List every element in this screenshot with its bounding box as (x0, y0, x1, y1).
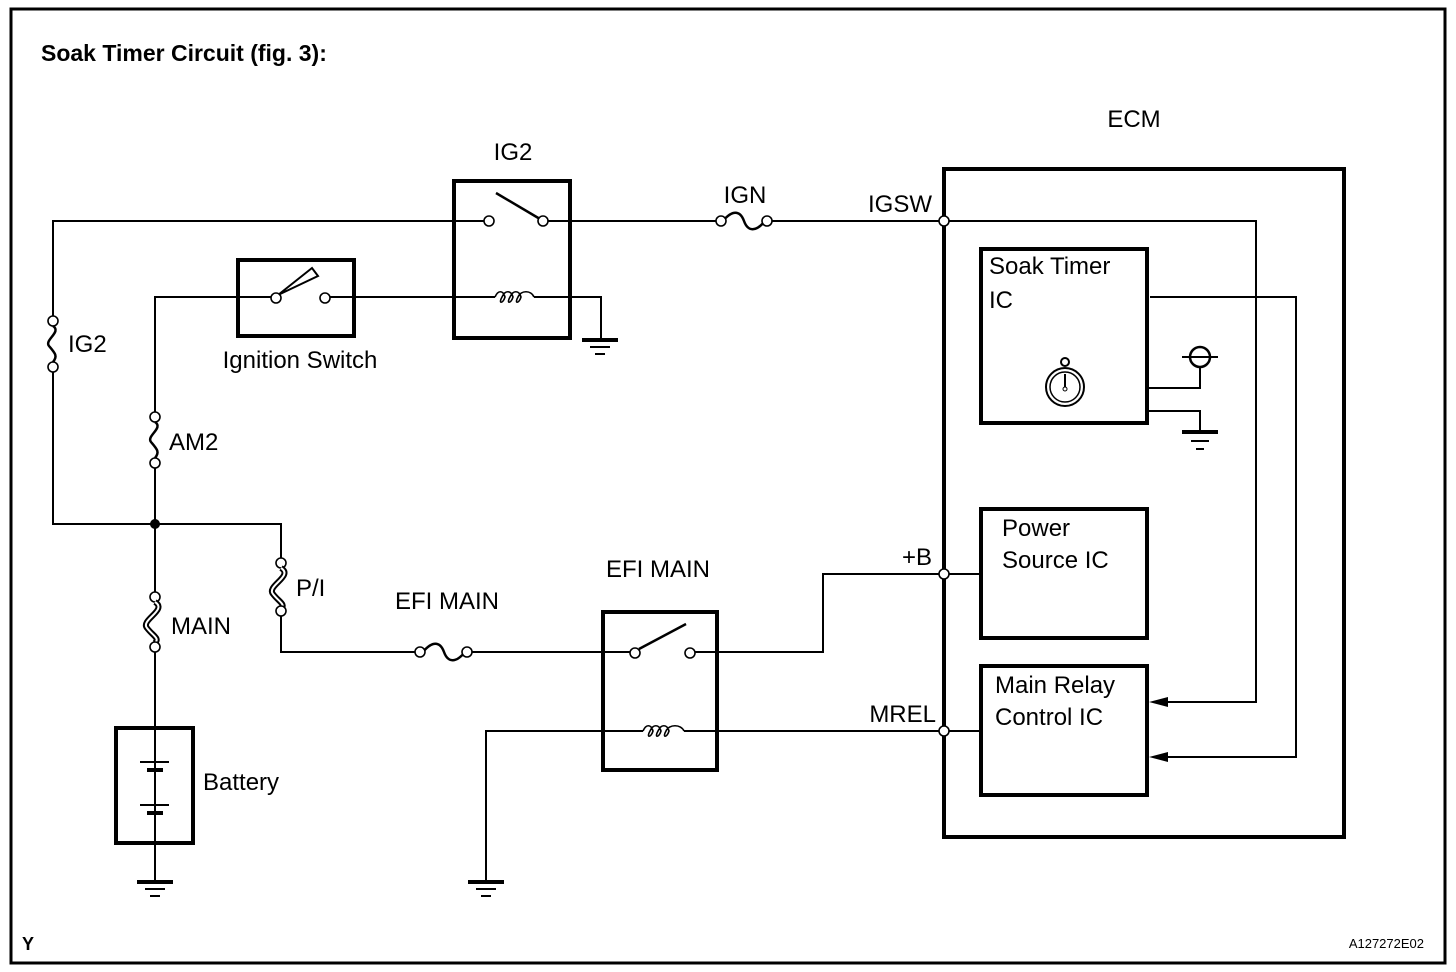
wire-ig2-junction (52, 368, 155, 525)
relay-coil-icon (642, 724, 685, 738)
efi-main-fuse (414, 642, 473, 662)
mrel-terminal (938, 725, 950, 737)
battery-label: Battery (203, 769, 279, 796)
ignition-switch-label: Ignition Switch (223, 347, 378, 374)
outer-frame (9, 7, 1447, 965)
arrow-head-icon (1149, 697, 1168, 707)
main-fusible-link (142, 591, 162, 653)
power-source-ic-box (979, 507, 1149, 640)
am2-fuse-label: AM2 (169, 429, 218, 456)
figure-code: A127272E02 (1349, 936, 1424, 951)
soak-timer-ic-label-line1: Soak Timer (989, 253, 1110, 280)
ground-icon (468, 880, 504, 897)
main-relay-control-ic-box (979, 664, 1149, 797)
efi-main-fuse-label: EFI MAIN (395, 588, 499, 615)
corner-mark: Y (22, 934, 34, 954)
wire-ig2-feed (52, 220, 489, 321)
mrel-terminal-label: MREL (869, 701, 936, 728)
wire-igsw-internal (944, 220, 1257, 703)
efi-main-relay-label: EFI MAIN (606, 556, 710, 583)
wire-coil-ground (534, 296, 602, 340)
plus-b-terminal (938, 568, 950, 580)
ecm-box (942, 167, 1346, 839)
ground-icon (1182, 430, 1218, 450)
wire-soak-timer-signal (1150, 296, 1297, 758)
ecm-label: ECM (1107, 106, 1160, 133)
diagram-title: Soak Timer Circuit (fig. 3): (41, 40, 327, 66)
relay-coil-icon (494, 290, 535, 304)
main-fuse-label: MAIN (171, 613, 231, 640)
arrow-head-icon (1149, 752, 1168, 762)
power-source-ic-label-line1: Power (1002, 515, 1070, 542)
soak-timer-ic-label-line2: IC (989, 287, 1013, 314)
pi-fuse-label: P/I (296, 575, 325, 602)
power-supply-icon (1182, 345, 1218, 369)
igsw-terminal (938, 215, 950, 227)
wire-junction-pi (155, 523, 282, 560)
wire-ignsw-am2 (154, 296, 275, 413)
ground-icon (582, 338, 618, 355)
igsw-terminal-label: IGSW (868, 191, 932, 218)
wire-soak-timer-ground (1147, 410, 1201, 432)
wire-efi-coil-ground (485, 730, 643, 882)
ign-fuse-label: IGN (724, 182, 767, 209)
ground-icon (137, 880, 173, 897)
main-relay-control-ic-label-line1: Main Relay (995, 672, 1115, 699)
power-source-ic-label-line2: Source IC (1002, 547, 1109, 574)
battery (114, 726, 195, 845)
am2-fuse (148, 411, 161, 469)
ig2-relay-label: IG2 (494, 139, 533, 166)
ig2-fuse-label: IG2 (68, 331, 107, 358)
efi-main-relay (601, 610, 719, 772)
soak-timer-ic-box (979, 247, 1149, 425)
stopwatch-icon (1045, 357, 1085, 407)
ign-fuse (715, 211, 773, 231)
ignition-switch (236, 258, 356, 338)
wire-soak-timer-power (1147, 368, 1201, 389)
wire-efi-plusb (690, 573, 944, 653)
ig2-fuse (46, 315, 59, 373)
main-relay-control-ic-label-line2: Control IC (995, 704, 1103, 731)
pi-fusible-link (268, 557, 288, 617)
ig2-relay (452, 179, 572, 340)
plus-b-terminal-label: +B (902, 544, 932, 571)
wire-pi-efi (280, 611, 418, 653)
